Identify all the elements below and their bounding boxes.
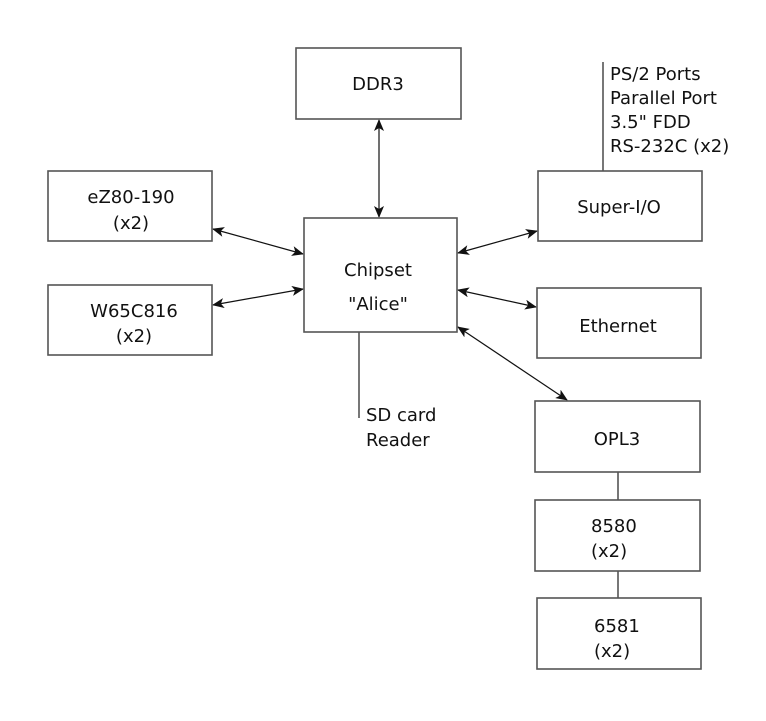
6581-count: (x2) [594,641,630,662]
node-8580: 8580 (x2) [534,499,701,572]
ethernet-label: Ethernet [579,316,657,337]
w65c816-box [47,284,213,356]
chipset-label: Chipset [344,260,412,281]
superio-box [537,170,703,242]
arrow-chipset-superio [457,229,538,255]
chipset-box [303,217,458,333]
ports-line: PS/2 Ports [610,64,701,85]
6581-box [536,597,702,670]
ports-line: RS-232C (x2) [610,136,729,157]
node-6581: 6581 (x2) [536,597,702,670]
ethernet-box [536,287,702,359]
sdcard-annotation: SD card Reader [366,405,436,451]
node-ddr3: DDR3 [295,47,462,120]
arrow-chipset-ez80 [212,227,304,256]
node-ethernet: Ethernet [536,287,702,359]
ez80-label: eZ80-190 [87,187,174,208]
ports-line: Parallel Port [610,88,717,109]
8580-box [534,499,701,572]
node-opl3: OPL3 [534,400,701,473]
w65c816-label: W65C816 [90,301,178,322]
ddr3-box [295,47,462,120]
node-chipset: Chipset "Alice" [303,217,458,333]
w65c816-count: (x2) [116,326,152,347]
opl3-label: OPL3 [594,429,641,450]
ez80-box [47,170,213,242]
node-superio: Super-I/O [537,170,703,242]
8580-count: (x2) [591,541,627,562]
opl3-box [534,400,701,473]
8580-label: 8580 [591,516,637,537]
ddr3-label: DDR3 [352,74,404,95]
ez80-count: (x2) [113,213,149,234]
ports-line: 3.5" FDD [610,112,691,133]
node-w65c816: W65C816 (x2) [47,284,213,356]
sdcard-line: SD card [366,405,436,426]
chipset-name: "Alice" [348,294,408,315]
superio-ports-annotation: PS/2 Ports Parallel Port 3.5" FDD RS-232… [610,64,729,157]
arrow-chipset-opl3 [457,326,568,401]
node-ez80: eZ80-190 (x2) [47,170,213,242]
6581-label: 6581 [594,616,640,637]
sdcard-line: Reader [366,430,430,451]
arrow-chipset-w65c816 [212,286,304,308]
superio-label: Super-I/O [577,197,661,218]
arrow-chipset-ethernet [457,287,537,310]
